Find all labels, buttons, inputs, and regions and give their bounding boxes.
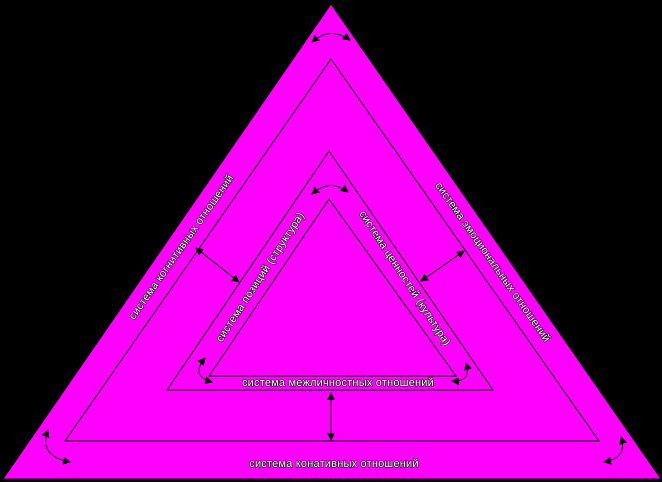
label-conative-relations: система конативных отношений (249, 458, 419, 470)
inner-triangle (208, 198, 457, 377)
label-interpersonal-relations: система межличностных отношений (242, 377, 434, 389)
outer-triangle (2, 3, 662, 480)
double-headed-arrow-icon (603, 436, 628, 465)
double-headed-arrow-icon (197, 357, 213, 385)
double-headed-arrow-icon (311, 32, 351, 43)
double-headed-arrow-icon (195, 247, 240, 283)
third-triangle (166, 150, 494, 391)
double-headed-arrow-icon (311, 184, 349, 195)
double-headed-arrow-icon (451, 362, 472, 386)
double-headed-arrow-icon (420, 250, 465, 282)
double-headed-arrow-icon (41, 429, 71, 465)
